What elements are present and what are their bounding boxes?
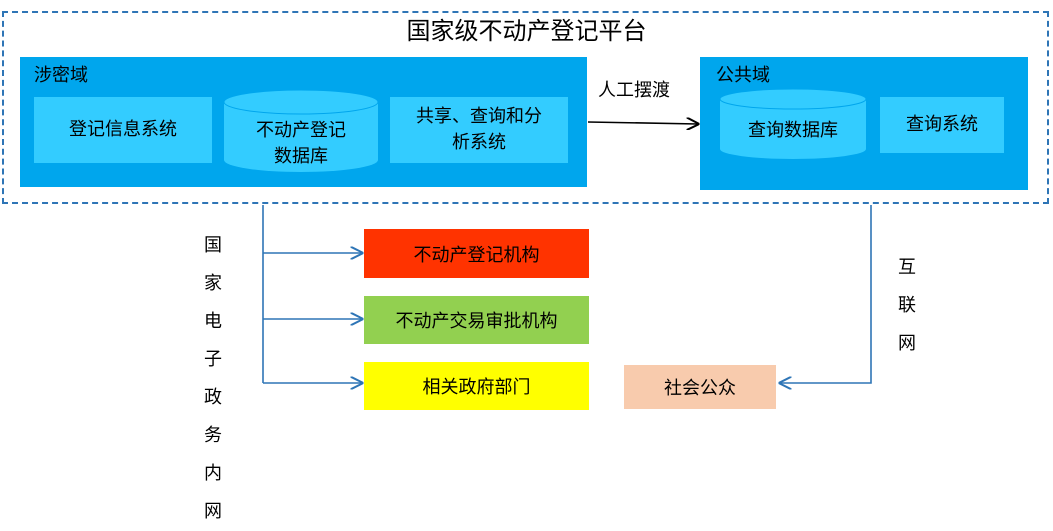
query-system[interactable]: 查询系统 xyxy=(880,97,1004,153)
connector-lines xyxy=(262,0,872,416)
database-cylinder-icon xyxy=(224,90,378,172)
registration-database-label: 不动产登记 数据库 xyxy=(256,120,346,167)
transaction-approval-agency-box[interactable]: 不动产交易审批机构 xyxy=(364,296,589,344)
share-query-analysis-system-label: 共享、查询和分 析系统 xyxy=(416,106,542,153)
registration-database[interactable]: 不动产登记 数据库 xyxy=(224,90,378,172)
query-database-label: 查询数据库 xyxy=(748,120,838,141)
intranet-label: 国家 电子 政务 内网 xyxy=(204,235,222,522)
internet-label: 互 联 网 xyxy=(898,257,916,354)
transfer-arrow xyxy=(587,122,698,124)
registration-info-system[interactable]: 登记信息系统 xyxy=(34,97,212,163)
manual-transfer-label: 人工摆渡 xyxy=(598,80,670,101)
general-public-box[interactable]: 社会公众 xyxy=(624,365,776,409)
classified-domain: 涉密域 登记信息系统 不动产登记 数据库 共享、查询和分 析系统 xyxy=(20,57,587,187)
transaction-approval-agency-label: 不动产交易审批机构 xyxy=(395,311,558,332)
public-domain-label: 公共域 xyxy=(716,65,770,86)
public-domain: 公共域 查询数据库 查询系统 xyxy=(700,57,1028,190)
query-system-label: 查询系统 xyxy=(906,114,978,135)
government-departments-box[interactable]: 相关政府部门 xyxy=(364,362,589,410)
government-departments-label: 相关政府部门 xyxy=(422,377,531,398)
database-cylinder-icon xyxy=(720,89,866,159)
general-public-label: 社会公众 xyxy=(664,378,736,399)
share-query-analysis-system[interactable]: 共享、查询和分 析系统 xyxy=(390,97,568,163)
query-database[interactable]: 查询数据库 xyxy=(720,89,866,159)
classified-domain-label: 涉密域 xyxy=(34,65,88,86)
registration-agency-box[interactable]: 不动产登记机构 xyxy=(364,229,589,278)
platform-boundary xyxy=(2,11,1049,204)
internet-arrow xyxy=(780,205,872,383)
platform-title: 国家级不动产登记平台 xyxy=(406,17,647,45)
registration-info-system-label: 登记信息系统 xyxy=(69,119,177,140)
registration-agency-label: 不动产登记机构 xyxy=(413,244,540,266)
